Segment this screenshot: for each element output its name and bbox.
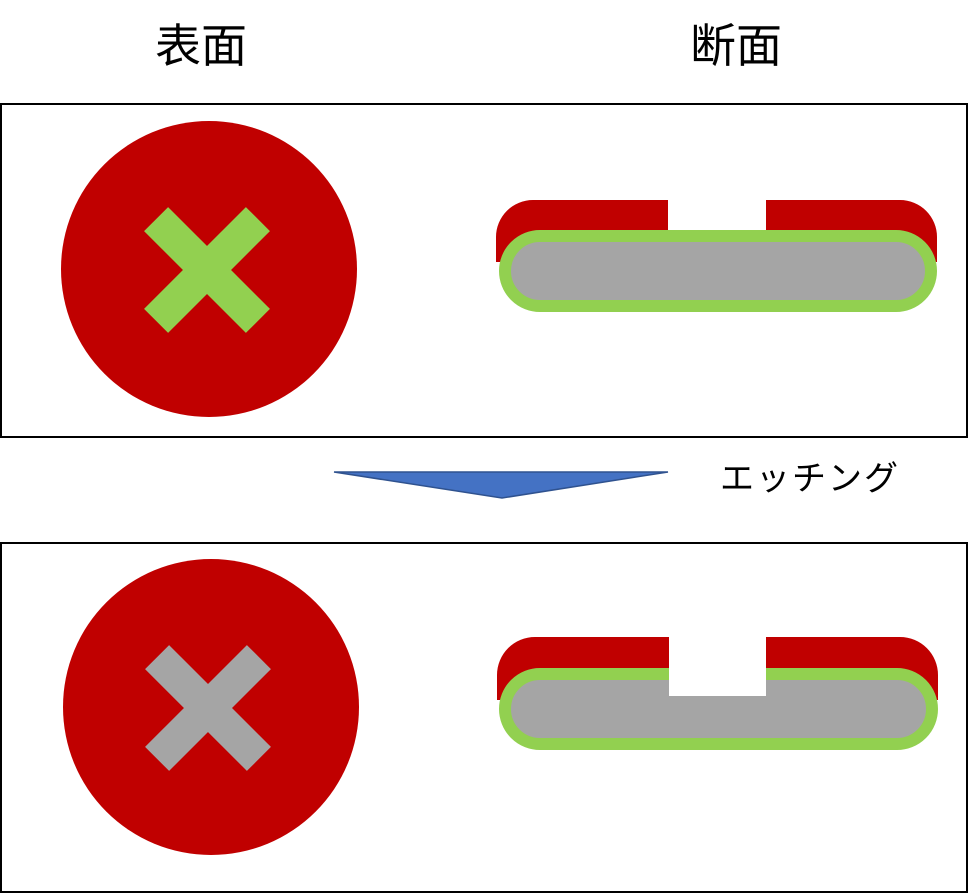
after-cross-section xyxy=(497,634,938,750)
etched-opening xyxy=(669,634,766,696)
after-panel xyxy=(0,542,968,893)
surface-heading: 表面 xyxy=(155,19,247,73)
before-gray-core-green-layer xyxy=(499,230,937,312)
process-arrow xyxy=(333,471,669,499)
before-green-cross-mark xyxy=(144,207,270,333)
cross-section-heading: 断面 xyxy=(690,19,782,73)
etching-step-label: エッチング xyxy=(720,459,900,499)
after-gray-cross-mark xyxy=(145,645,271,771)
before-panel xyxy=(0,103,968,438)
before-cross-section xyxy=(496,200,937,312)
